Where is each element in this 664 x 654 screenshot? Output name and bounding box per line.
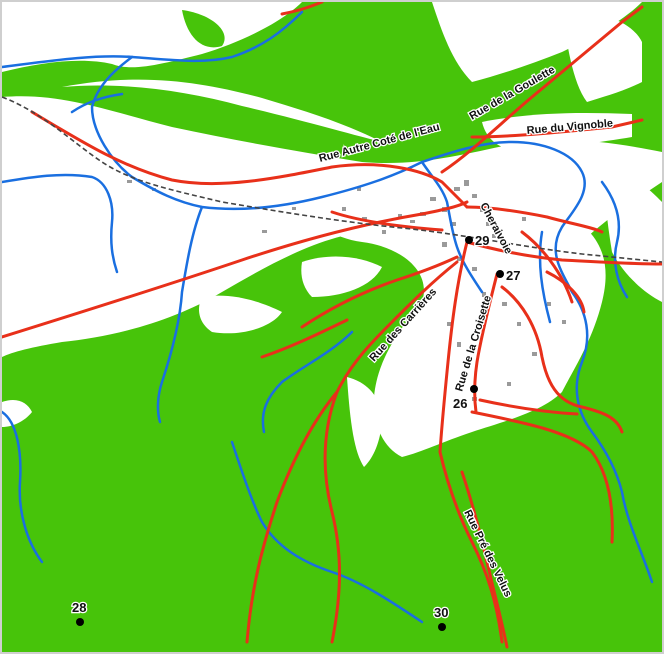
railway [2, 96, 662, 263]
point-marker [76, 618, 84, 626]
point-30[interactable]: 30 [433, 604, 450, 631]
point-label: 26 [453, 396, 467, 411]
point-27[interactable]: 27 [496, 267, 522, 284]
point-marker [465, 236, 473, 244]
point-marker [438, 623, 446, 631]
point-label: 27 [506, 268, 520, 283]
point-28[interactable]: 28 [71, 599, 88, 626]
point-marker [470, 385, 478, 393]
point-29[interactable]: 29 [465, 232, 491, 249]
point-marker [496, 270, 504, 278]
rivers [2, 10, 654, 624]
point-label: 30 [434, 605, 448, 620]
point-label: 28 [72, 600, 86, 615]
point-label: 29 [475, 233, 489, 248]
point-26[interactable]: 26 [452, 385, 478, 412]
